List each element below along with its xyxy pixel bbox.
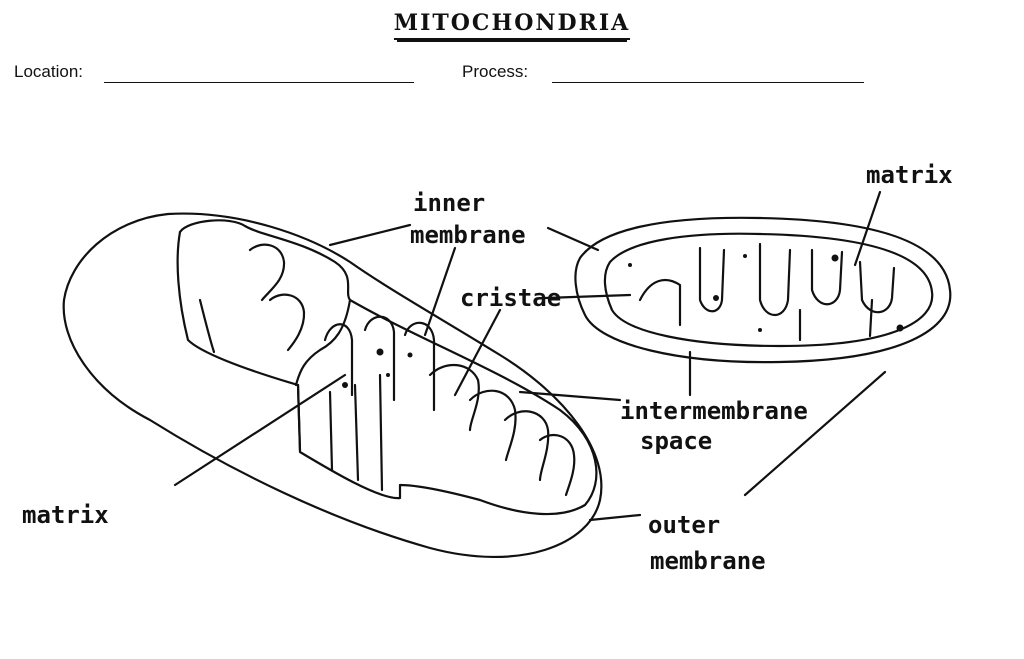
process-blank[interactable]	[552, 82, 864, 83]
label-intermembrane-line1: intermembrane	[620, 397, 808, 425]
matrix-granule	[342, 382, 348, 388]
leader-matrix-right	[853, 190, 882, 267]
label-outer-line2: membrane	[650, 547, 766, 575]
matrix-granule	[758, 328, 762, 332]
location-blank[interactable]	[104, 82, 414, 83]
location-label: Location:	[14, 62, 83, 81]
outer-membrane-envelope	[62, 212, 603, 559]
matrix-granule	[407, 352, 413, 358]
matrix-granule	[743, 254, 747, 258]
cristae-fold-9	[268, 293, 306, 352]
cristae-fold-1	[323, 323, 354, 397]
cross-section-cristae	[638, 242, 896, 342]
label-outer-line1: outer	[648, 511, 721, 539]
matrix-granule	[896, 324, 904, 332]
leader-matrix-left	[173, 373, 347, 487]
cut-face-front	[296, 373, 384, 492]
cross-section-inner	[603, 232, 934, 348]
inner-body-left-edge	[176, 230, 300, 387]
leader-intermembrane-1	[518, 390, 622, 402]
leader-outer-1	[588, 513, 642, 522]
matrix-granule	[831, 254, 839, 262]
worksheet-title: MITOCHONDRIA	[0, 10, 1024, 40]
matrix-granule	[376, 348, 384, 356]
label-inner-line2: membrane	[410, 221, 526, 249]
label-matrix-left: matrix	[22, 501, 109, 529]
cristae-fold-6	[503, 410, 550, 482]
cristae-fold-5	[468, 389, 517, 462]
cristae-fold-8	[248, 243, 286, 302]
cristae-fold-3	[403, 321, 436, 412]
cristae-fold-7	[538, 433, 576, 497]
leader-inner-1	[328, 223, 412, 247]
matrix-granule	[386, 373, 390, 377]
inner-stripe	[198, 298, 216, 354]
label-cristae: cristae	[460, 284, 562, 312]
worksheet-title-text: MITOCHONDRIA	[393, 10, 631, 40]
label-intermembrane-line2: space	[640, 427, 713, 455]
label-matrix-right: matrix	[866, 161, 953, 189]
cristae-fold-2	[363, 315, 396, 402]
cut-face-top	[294, 298, 352, 387]
leader-outer-2	[743, 370, 887, 497]
inner-body-top	[178, 219, 598, 516]
label-inner-line1: inner	[413, 189, 486, 217]
leader-cristae-2	[453, 308, 502, 397]
cross-section-outer	[574, 216, 952, 364]
leader-inner-3	[423, 246, 457, 337]
cristae-fold-4	[428, 363, 480, 432]
matrix-granule	[628, 263, 632, 267]
matrix-granule	[713, 295, 719, 301]
process-label: Process:	[462, 62, 529, 81]
leader-inner-2	[546, 226, 600, 252]
leader-cristae-1	[543, 293, 632, 300]
